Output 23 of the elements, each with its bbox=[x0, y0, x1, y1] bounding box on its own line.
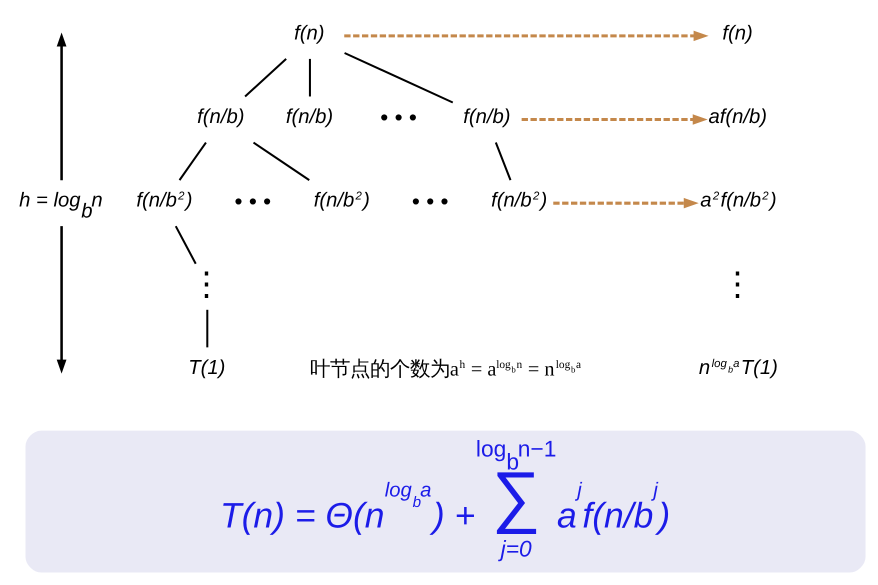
label: • • • bbox=[234, 188, 271, 214]
node-text: f(n) bbox=[722, 22, 752, 44]
arrow bbox=[521, 114, 708, 125]
node-text: T(1) bbox=[188, 356, 225, 379]
node-text: f(n/b) bbox=[462, 106, 510, 128]
connector bbox=[252, 142, 310, 181]
connector bbox=[344, 52, 453, 104]
connector bbox=[494, 142, 511, 180]
connector bbox=[308, 58, 310, 96]
arrow bbox=[552, 198, 698, 208]
node-text: f(n/b) bbox=[285, 106, 333, 128]
label: • • • bbox=[380, 104, 416, 130]
label: ⋮ bbox=[720, 264, 754, 302]
node-text: ⋮ bbox=[190, 264, 223, 302]
label: • • • bbox=[411, 188, 448, 214]
connector bbox=[178, 142, 206, 181]
node-text: af(n/b) bbox=[708, 106, 767, 128]
connector bbox=[244, 58, 286, 98]
connector bbox=[206, 310, 208, 348]
connector bbox=[174, 226, 196, 264]
arrow bbox=[344, 30, 708, 42]
node-text: f(n/b) bbox=[196, 106, 244, 128]
node-text: f(n) bbox=[294, 22, 324, 44]
